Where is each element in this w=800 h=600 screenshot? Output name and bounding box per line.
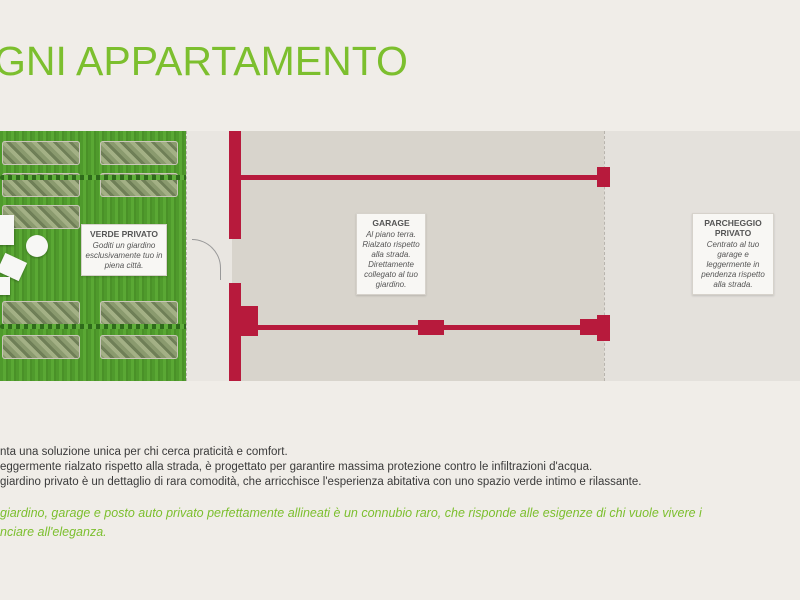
vine xyxy=(0,324,232,329)
divider-line xyxy=(186,131,187,381)
page-title: GNI APPARTAMENTO xyxy=(0,38,408,84)
garage-label-desc: Al piano terra. Rialzato rispetto alla s… xyxy=(362,230,420,289)
garden-chair xyxy=(0,215,14,245)
wall xyxy=(597,315,610,341)
wall xyxy=(418,320,444,335)
hedge xyxy=(100,335,178,359)
floor-plan: VERDE PRIVATO Goditi un giardino esclusi… xyxy=(0,131,800,381)
highlight-line: giardino, garage e posto auto privato pe… xyxy=(0,506,702,520)
parking-label-title: PARCHEGGIO PRIVATO xyxy=(704,218,762,238)
description-line: giardino privato è un dettaglio di rara … xyxy=(0,476,642,488)
wall xyxy=(241,175,603,180)
hedge xyxy=(2,141,80,165)
wall xyxy=(229,131,241,239)
garage-label: GARAGE Al piano terra. Rialzato rispetto… xyxy=(356,213,426,295)
highlight-line: nciare all'eleganza. xyxy=(0,525,107,539)
hedge xyxy=(2,301,80,325)
description-line: eggermente rialzato rispetto alla strada… xyxy=(0,461,593,473)
garden-label: VERDE PRIVATO Goditi un giardino esclusi… xyxy=(81,224,167,276)
description-line: nta una soluzione unica per chi cerca pr… xyxy=(0,446,288,458)
garden-table xyxy=(26,235,48,257)
parking-label-desc: Centrato al tuo garage e leggermente in … xyxy=(701,240,765,289)
garden-label-title: VERDE PRIVATO xyxy=(89,229,158,239)
garden-area: VERDE PRIVATO Goditi un giardino esclusi… xyxy=(0,131,232,381)
garden-chair xyxy=(0,277,10,295)
parking-label: PARCHEGGIO PRIVATO Centrato al tuo garag… xyxy=(692,213,774,295)
hedge xyxy=(2,205,80,229)
wall xyxy=(580,319,597,335)
hedge xyxy=(100,141,178,165)
divider-line xyxy=(604,131,605,381)
wall xyxy=(232,306,258,336)
garage-label-title: GARAGE xyxy=(372,218,410,228)
wall xyxy=(597,167,610,187)
garden-label-desc: Goditi un giardino esclusivamente tuo in… xyxy=(85,241,163,270)
vine xyxy=(0,175,230,180)
hedge xyxy=(100,301,178,325)
hedge xyxy=(2,335,80,359)
